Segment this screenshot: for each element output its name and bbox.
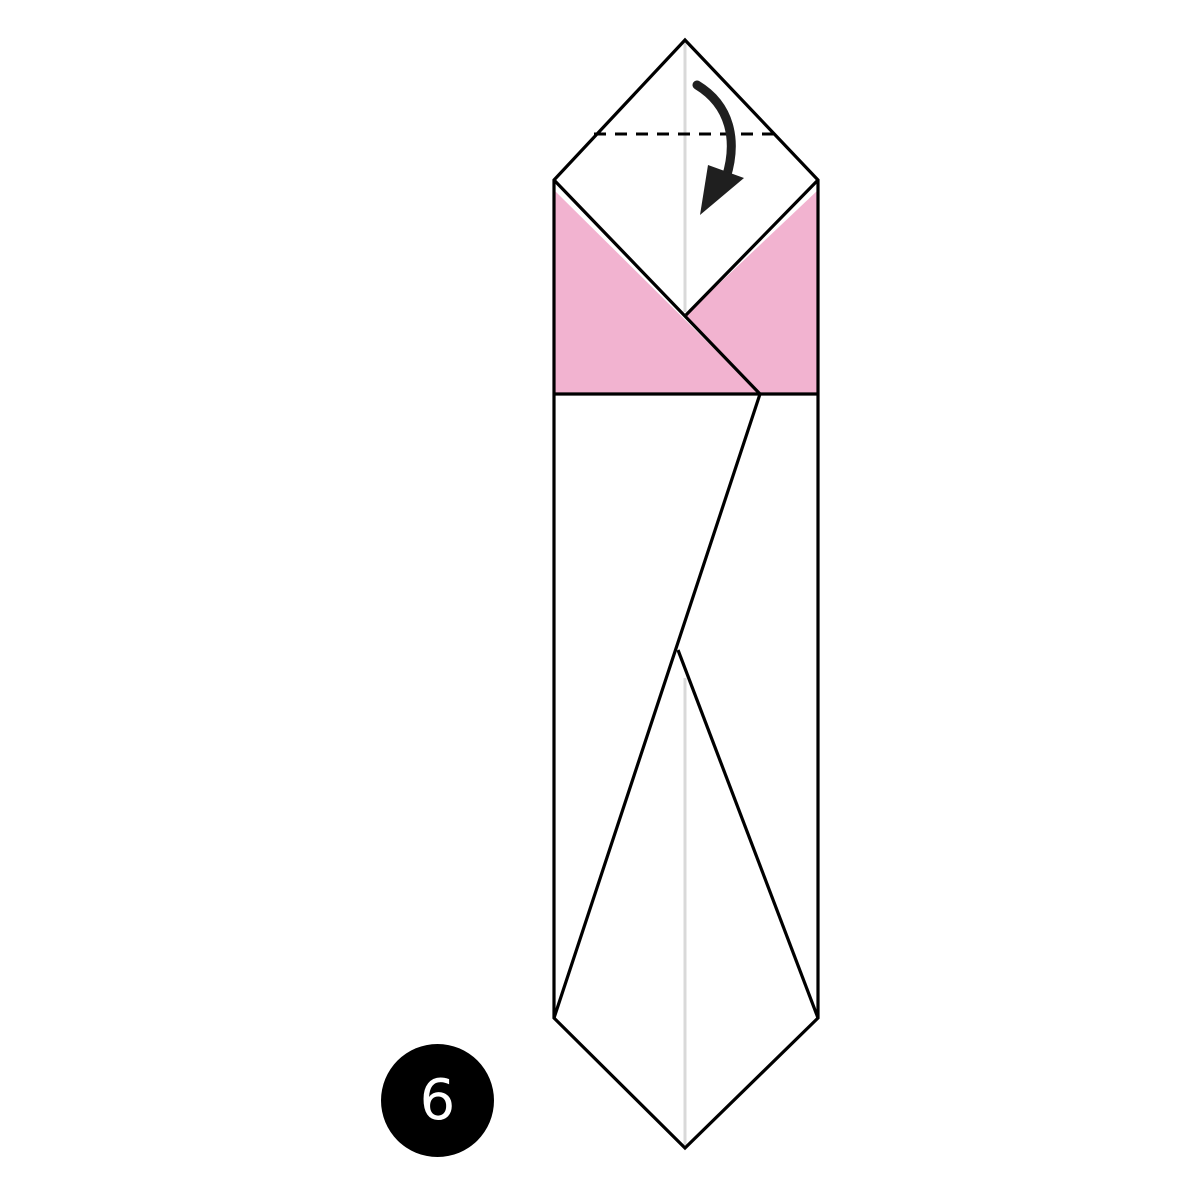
flap-left-edge	[552, 178, 762, 396]
step-number: 6	[419, 1067, 456, 1133]
fold-down-arrow-icon	[692, 80, 744, 215]
flap-right-edge	[684, 178, 820, 317]
diagonal-long-left	[552, 393, 762, 1019]
pink-right-triangle	[686, 190, 818, 394]
pink-left-triangle	[554, 190, 760, 394]
step-number-badge: 6	[381, 1044, 494, 1157]
diagonal-lower-right	[676, 649, 820, 1019]
